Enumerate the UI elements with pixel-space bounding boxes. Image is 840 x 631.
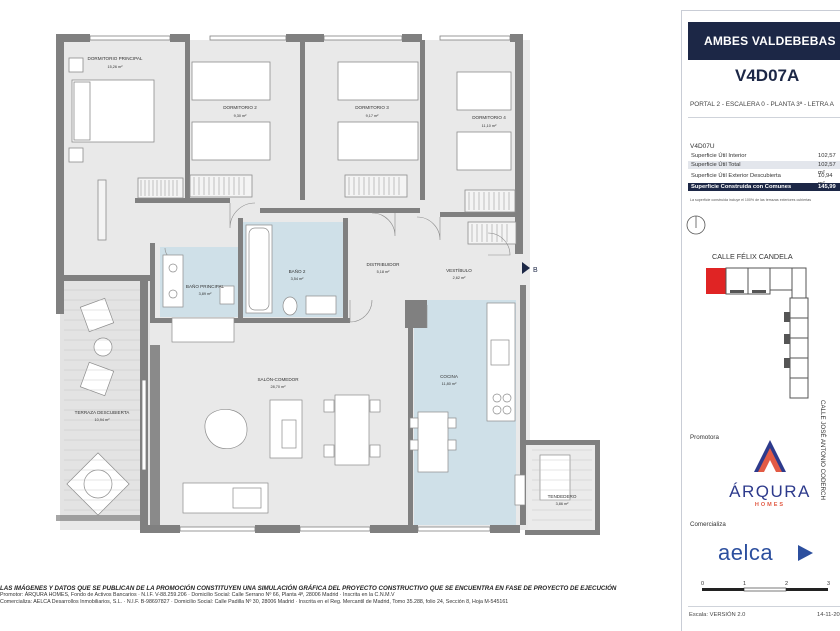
room-name-terraza: TERRAZA DESCUBIERTA (75, 410, 131, 415)
divider (688, 606, 840, 607)
beds (71, 61, 512, 171)
scale-version-text: Escala: VERSIÓN 2.0 (689, 612, 746, 618)
room-area-salon-comedor: 28,70 m² (271, 385, 287, 389)
scale-tick: 0 (701, 581, 704, 587)
surface-label: Superficie Útil Interior (691, 153, 747, 159)
entrance-marker: B (522, 262, 538, 274)
room-area-bano-2: 3,54 m² (291, 277, 305, 281)
promotion-title: AMBES VALDEBEBAS (688, 22, 840, 60)
terrace-furniture (66, 297, 571, 516)
room-name-dormitorio-3: DORMITORIO 3 (355, 105, 389, 110)
surface-value: 145,99 m² (818, 184, 836, 198)
bathroom-fixtures (162, 224, 337, 316)
room-area-dormitorio-4: 11,10 m² (482, 124, 497, 128)
surface-label: Superficie Útil Exterior Descubierta (691, 173, 781, 179)
kitchen-fixtures (409, 302, 526, 506)
room-name-dormitorio-2: DORMITORIO 2 (223, 105, 257, 110)
room-area-dormitorio-principal: 15,26 m² (108, 65, 124, 69)
surface-row-total: Superficie Construida con Comunes 145,99… (688, 183, 840, 198)
scale-tick: 3 (827, 581, 830, 587)
legal-disclaimer: LAS IMÁGENES Y DATOS QUE SE PUBLICAN DE … (0, 585, 670, 607)
room-name-bano-principal: BAÑO PRINCIPAL (186, 283, 225, 289)
document-date: 14-11-20 (817, 612, 840, 618)
doors (164, 202, 511, 328)
disclaimer-promoter: Promotor: ÁRQURA HOMES, Fondo de Activos… (0, 592, 395, 599)
promoter-name: ÁRQURA (729, 482, 811, 501)
unit-location: PORTAL 2 - ESCALERA 0 - PLANTA 3ª - LETR… (690, 101, 834, 108)
surface-note: La superficie construida incluye el 100%… (690, 198, 812, 202)
surface-label: Superficie Construida con Comunes (691, 184, 792, 190)
surfaces-title: V4D07U (690, 143, 715, 150)
street-name-side: CALLE JOSÉ ANTONIO CODERCH (819, 400, 826, 500)
scale-tick: 2 (785, 581, 788, 587)
windows (89, 35, 511, 532)
marketer-label: Comercializa (690, 521, 726, 528)
scale-bar: 0 1 2 3 (701, 581, 830, 592)
room-area-bano-principal: 3,89 m² (199, 292, 213, 296)
room-name-dormitorio-principal: DORMITORIO PRINCIPAL (88, 56, 143, 61)
surface-label: Superficie Útil Total (691, 162, 741, 168)
arqura-logo-icon (754, 440, 786, 472)
room-area-cocina: 11,80 m² (442, 382, 457, 386)
info-panel (681, 10, 840, 631)
room-area-dormitorio-3: 9,17 m² (366, 114, 380, 118)
room-name-bano-2: BAÑO 2 (289, 268, 306, 274)
promoter-label: Promotora (690, 434, 719, 441)
divider (688, 117, 840, 118)
surface-row: Superficie Útil Interior 102,57 m² (688, 152, 840, 167)
room-name-vestibulo: VESTÍBULO (446, 267, 472, 273)
surface-row: Superficie Útil Exterior Descubierta 10,… (688, 172, 840, 187)
north-compass-icon (686, 215, 706, 235)
promoter-subtitle: HOMES (754, 502, 786, 508)
room-area-terraza: 10,94 m² (95, 418, 111, 422)
marketer-name: aelca (718, 540, 774, 565)
aelca-play-icon (798, 545, 813, 561)
unit-highlight (706, 268, 726, 294)
building-key-map (706, 267, 809, 399)
room-area-dormitorio-2: 9,30 m² (234, 114, 248, 118)
room-area-tendedero: 3,86 m² (556, 502, 570, 506)
disclaimer-heading: LAS IMÁGENES Y DATOS QUE SE PUBLICAN DE … (0, 585, 617, 592)
entrance-letter: B (533, 267, 538, 274)
floor-plan: B DORMITORIO PRINCIPAL 15,26 m² DORMITOR… (56, 34, 600, 535)
room-name-salon-comedor: SALÓN-COMEDOR (257, 376, 299, 382)
unit-code: V4D07A (735, 66, 800, 85)
disclaimer-marketer: Comercializa: AELCA Desarrollos Inmobili… (0, 599, 509, 606)
room-name-dormitorio-4: DORMITORIO 4 (472, 115, 506, 120)
room-name-cocina: COCINA (440, 374, 459, 379)
surface-value: 102,57 m² (818, 162, 836, 176)
street-name-top: CALLE FÉLIX CANDELA (712, 252, 793, 261)
room-name-distribuidor: DISTRIBUIDOR (367, 262, 401, 267)
room-area-distribuidor: 5,18 m² (377, 270, 391, 274)
room-area-vestibulo: 2,62 m² (453, 276, 467, 280)
room-name-tendedero: TENDEDERO (548, 494, 577, 499)
living-room-furniture (171, 317, 381, 514)
surface-row: Superficie Útil Total 102,57 m² (688, 161, 840, 176)
scale-tick: 1 (743, 581, 746, 587)
